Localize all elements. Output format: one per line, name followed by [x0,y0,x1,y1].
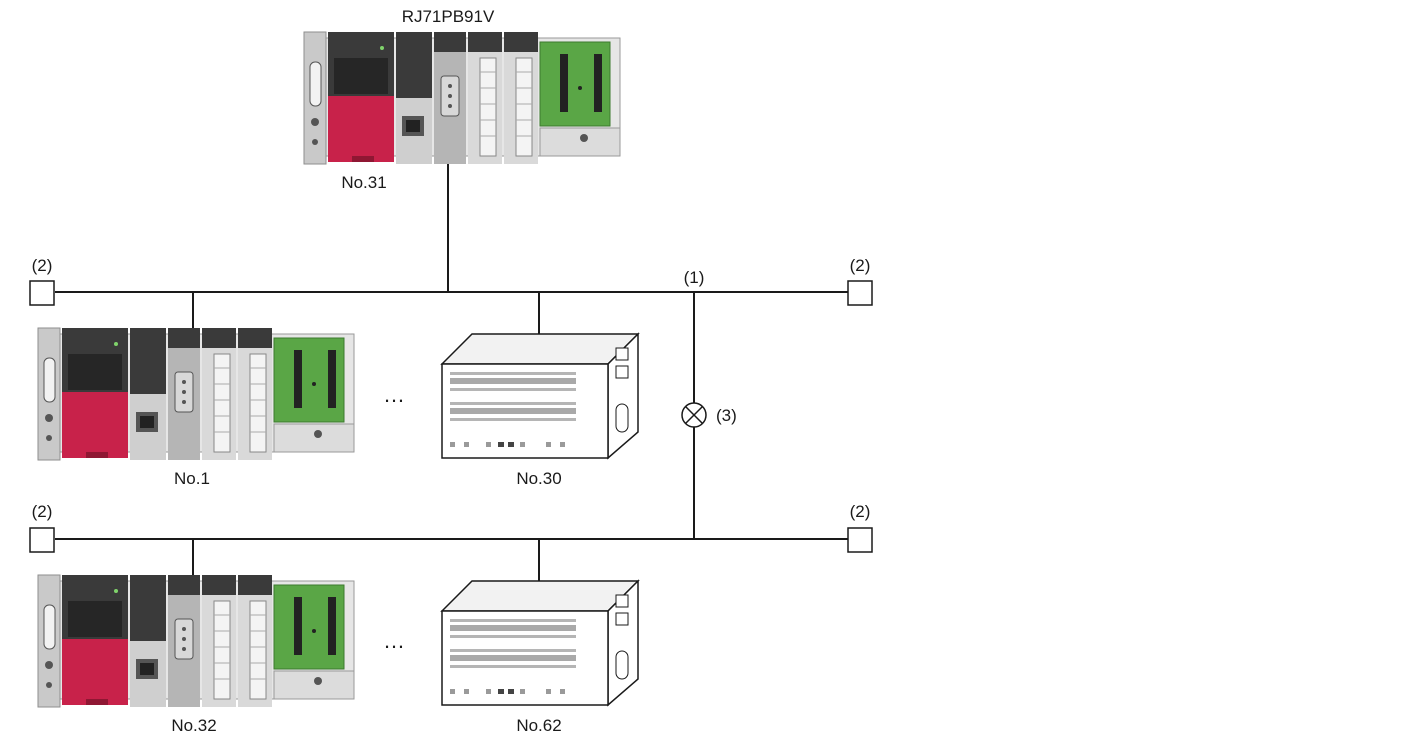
terminator-right-2-label: (2) [850,502,871,521]
terminator-left-2-label: (2) [32,502,53,521]
terminator-left-1-label: (2) [32,256,53,275]
terminator-right-2 [847,527,873,553]
repeater-icon [681,402,707,428]
master-title: RJ71PB91V [402,7,495,26]
cable-label: (1) [684,268,705,287]
plc-no1 [37,327,355,461]
terminator-right-1-label: (2) [850,256,871,275]
slave-no62-label: No.62 [516,716,561,735]
terminator-left-1 [29,280,55,306]
ellipsis-2: … [383,628,405,653]
slave-no30 [441,333,639,459]
slave-no62 [441,580,639,706]
plc-no32 [37,574,355,708]
terminator-right-1 [847,280,873,306]
plc-no1-label: No.1 [174,469,210,488]
master-plc [303,31,621,165]
repeater-label: (3) [716,406,737,425]
terminator-left-2 [29,527,55,553]
slave-no30-label: No.30 [516,469,561,488]
ellipsis-1: … [383,382,405,407]
plc-no32-label: No.32 [171,716,216,735]
master-station-label: No.31 [341,173,386,192]
